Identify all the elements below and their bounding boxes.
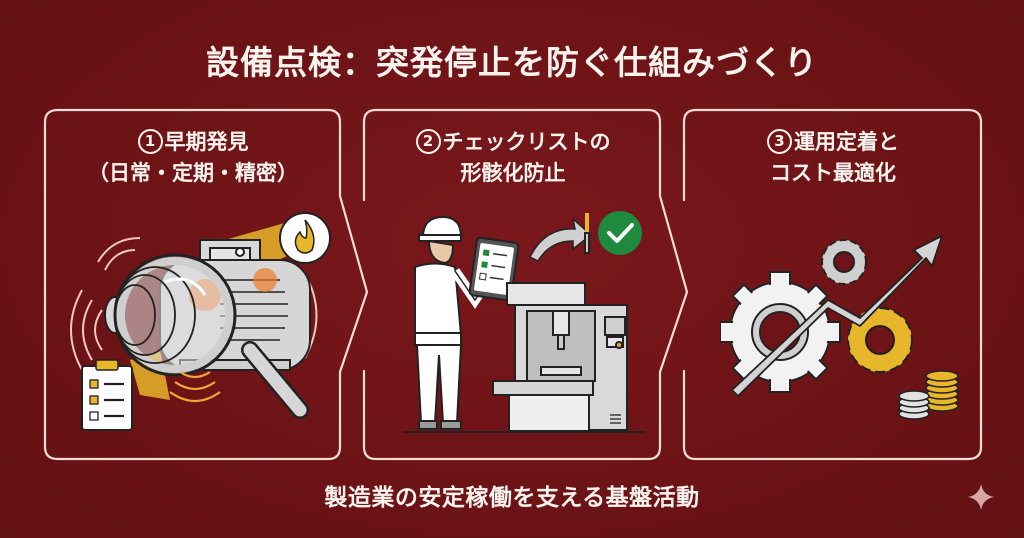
flame-icon <box>279 212 331 264</box>
worker-icon <box>414 215 490 430</box>
yellow-gear-icon <box>847 307 913 373</box>
worker-machine-illustration <box>403 211 645 433</box>
cnc-machine-icon <box>492 213 628 432</box>
check-badge-icon <box>598 211 642 255</box>
small-gear-icon <box>821 239 867 285</box>
large-gear-icon <box>720 271 841 393</box>
page-title: 設備点検：突発停止を防ぐ仕組みづくり <box>206 43 818 82</box>
footer-caption: 製造業の安定稼働を支える基盤活動 <box>324 485 700 511</box>
rising-arrow-icon <box>731 235 943 397</box>
coin-stacks-icon <box>898 370 959 420</box>
motor-inspection-illustration <box>70 212 331 431</box>
step-number-badge: 2 <box>415 129 441 154</box>
magnifier-icon <box>113 253 309 419</box>
panel-1-frame <box>43 108 369 461</box>
sound-waves-icon <box>169 371 221 403</box>
clipboard-checklist-icon <box>81 359 133 431</box>
sparkle-icon <box>968 484 994 510</box>
step-number-badge: 1 <box>137 129 163 154</box>
gears-cost-illustration <box>720 235 959 420</box>
panel-3-frame <box>682 108 983 461</box>
curved-arrow-icon <box>528 216 593 262</box>
step-number-badge: 3 <box>767 129 792 154</box>
panel-2-frame-top <box>362 108 689 461</box>
